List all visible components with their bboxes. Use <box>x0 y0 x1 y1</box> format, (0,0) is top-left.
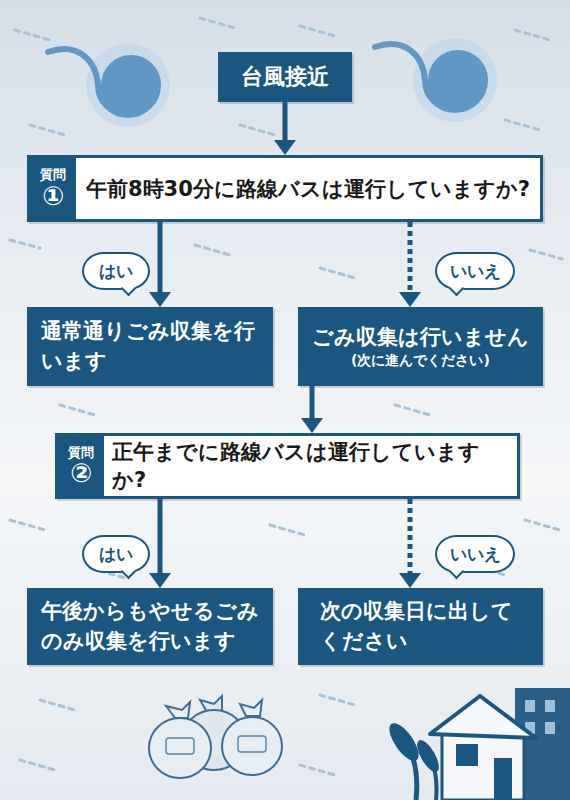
rain-streak <box>240 125 275 135</box>
node-text: 正午までに路線バスは運行していますか? <box>112 438 509 494</box>
window <box>525 700 535 712</box>
question-box: 質問②正午までに路線バスは運行していますか? <box>55 433 520 499</box>
rain-streak <box>270 525 305 535</box>
rain-streak <box>300 26 335 36</box>
bag-tie <box>166 702 190 718</box>
node-text: 台風接近 <box>241 62 329 92</box>
flow-arrow <box>301 386 323 433</box>
flow-arrow <box>149 222 171 307</box>
garbage-bags <box>149 696 282 778</box>
rain-streak <box>320 695 355 705</box>
answer-bubble: いいえ <box>435 252 515 290</box>
garbage-bag <box>222 717 282 775</box>
result-box: 次の収集日に出してください <box>298 588 543 665</box>
rain-streaks <box>10 18 562 775</box>
arrow-line <box>310 386 315 419</box>
arrow-line <box>283 102 288 141</box>
start-box: 台風接近 <box>218 52 352 102</box>
typhoon-swirl <box>375 38 497 122</box>
door <box>494 758 512 800</box>
question-body: 午前8時30分に路線バスは運行していますか? <box>76 158 540 219</box>
arrow-line <box>158 499 163 574</box>
arrow-line <box>408 499 413 574</box>
node-text: 質問 <box>40 167 66 183</box>
arrow-head <box>149 573 171 588</box>
node-text: ② <box>70 460 92 487</box>
tree-leaves <box>413 737 443 775</box>
arrow-head <box>301 418 323 433</box>
answer-bubble: はい <box>82 535 150 573</box>
answer-label: いいえ <box>450 543 501 566</box>
flow-arrow <box>149 499 171 588</box>
arrow-head <box>399 573 421 588</box>
question-body: 正午までに路線バスは運行していますか? <box>104 436 517 496</box>
swirl-line <box>48 49 158 115</box>
house-roof <box>430 696 536 738</box>
answer-label: はい <box>99 260 133 283</box>
result-box: ごみ収集は行いません(次に進んでください) <box>298 307 543 386</box>
rain-streak <box>20 760 55 770</box>
answer-bubble: はい <box>82 252 150 290</box>
rain-streak <box>320 268 355 278</box>
garbage-bag <box>149 718 211 778</box>
window <box>456 744 478 766</box>
question-tab: 質問② <box>58 436 104 496</box>
arrow-head <box>399 292 421 307</box>
window <box>545 722 555 734</box>
arrow-head <box>274 140 296 155</box>
rain-streak <box>200 18 235 28</box>
node-text: 午後からもやせるごみのみ収集を行います <box>41 597 259 656</box>
rain-streak <box>10 520 45 530</box>
node-text: ごみ収集は行いません <box>312 323 529 351</box>
arrow-head <box>149 292 171 307</box>
node-text: ① <box>42 183 64 210</box>
question-tab: 質問① <box>30 158 76 219</box>
flow-arrow <box>274 102 296 155</box>
rain-streak <box>15 30 50 40</box>
result-box: 午後からもやせるごみのみ収集を行います <box>27 588 273 665</box>
flow-arrow <box>399 222 421 307</box>
bag-print <box>238 736 266 752</box>
bag-print <box>166 738 194 754</box>
rain-streak <box>30 125 65 135</box>
node-text: 午前8時30分に路線バスは運行していますか? <box>86 175 530 203</box>
answer-bubble: いいえ <box>435 535 515 573</box>
rain-streak <box>505 120 540 130</box>
window <box>545 700 555 712</box>
question-box: 質問① 午前8時30分に路線バスは運行していますか? <box>27 155 543 222</box>
node-text: (次に進んでください) <box>351 351 490 371</box>
flow-arrow <box>399 499 421 588</box>
arrow-line <box>408 222 413 293</box>
rain-streak <box>530 250 562 259</box>
rain-streak <box>40 700 75 710</box>
node-text: 質問 <box>68 445 94 461</box>
answer-label: はい <box>99 543 133 566</box>
rain-streak <box>10 240 40 248</box>
rain-streak <box>60 405 95 415</box>
houses <box>384 688 570 800</box>
swirl-line <box>375 44 485 110</box>
answer-label: いいえ <box>450 260 501 283</box>
arrow-line <box>158 222 163 293</box>
result-box: 通常通りごみ収集を行います <box>27 307 273 386</box>
bag-tie <box>240 700 262 716</box>
typhoon-swirl <box>48 43 170 127</box>
rain-streak <box>395 405 430 415</box>
node-text: 通常通りごみ収集を行います <box>41 317 259 376</box>
rain-streak <box>525 520 560 530</box>
rain-streak <box>300 765 335 775</box>
rain-streak <box>195 245 230 255</box>
rain-streak <box>515 30 550 40</box>
node-text: 次の収集日に出してください <box>320 597 521 656</box>
